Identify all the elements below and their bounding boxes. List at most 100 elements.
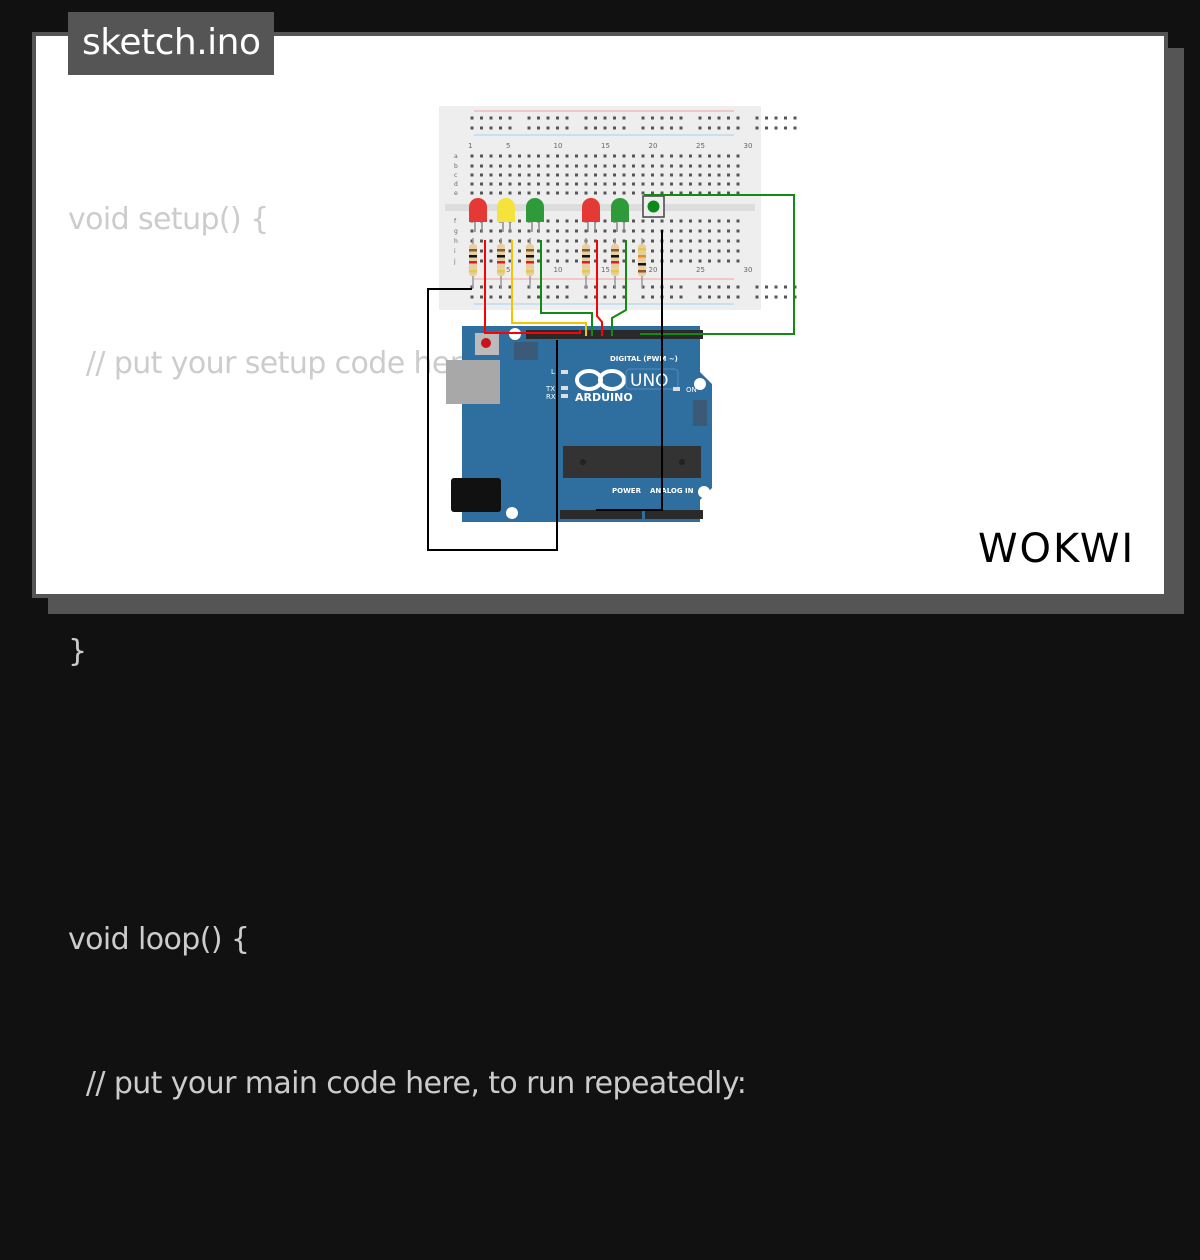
- breadboard-hole: [546, 182, 550, 186]
- row-label: j: [453, 258, 456, 265]
- breadboard-hole: [556, 173, 559, 177]
- led-red[interactable]: [469, 198, 487, 222]
- rail-hole: [717, 126, 721, 130]
- wire-green[interactable]: [540, 240, 593, 336]
- breadboard-hole: [651, 191, 654, 195]
- resistor[interactable]: [582, 244, 590, 276]
- resistor[interactable]: [526, 244, 534, 276]
- breadboard-hole: [499, 182, 502, 186]
- breadboard-hole: [575, 229, 578, 233]
- breadboard-hole: [736, 173, 740, 177]
- wire-black-ground[interactable]: [427, 288, 558, 551]
- analog-header: [645, 510, 703, 519]
- row-label: d: [454, 181, 458, 188]
- wire-red[interactable]: [484, 240, 581, 334]
- breadboard-hole: [556, 259, 559, 263]
- breadboard-hole: [584, 164, 588, 168]
- breadboard-hole: [575, 191, 578, 195]
- icsp-header: [693, 400, 707, 426]
- resistor[interactable]: [469, 244, 477, 276]
- led-green[interactable]: [611, 198, 629, 222]
- resistor[interactable]: [638, 244, 646, 276]
- led-yellow[interactable]: [497, 198, 515, 222]
- led-label-on: ON: [686, 386, 697, 394]
- breadboard-hole: [708, 239, 711, 243]
- wire-yellow[interactable]: [511, 240, 587, 336]
- breadboard-hole: [727, 164, 730, 168]
- breadboard-hole: [537, 154, 540, 158]
- breadboard-hole: [717, 173, 721, 177]
- rail-hole: [698, 285, 702, 289]
- breadboard-hole: [708, 173, 711, 177]
- breadboard-hole: [480, 164, 483, 168]
- analog-header-label: ANALOG IN: [650, 487, 694, 495]
- breadboard-hole: [679, 182, 683, 186]
- breadboard-hole: [689, 229, 692, 233]
- resistor[interactable]: [497, 244, 505, 276]
- wire-black-button[interactable]: [596, 230, 663, 511]
- breadboard-hole: [603, 154, 607, 158]
- breadboard-hole: [594, 182, 597, 186]
- rail-hole: [755, 116, 759, 120]
- breadboard-hole: [470, 164, 474, 168]
- breadboard-hole: [698, 239, 702, 243]
- rail-hole: [603, 126, 607, 130]
- breadboard-hole: [575, 219, 578, 223]
- breadboard-hole: [679, 249, 683, 253]
- breadboard-hole: [537, 164, 540, 168]
- rail-hole: [708, 126, 711, 130]
- resistor-band: [582, 261, 590, 264]
- uno-badge: [625, 368, 679, 390]
- rail-hole: [679, 295, 683, 299]
- file-tab[interactable]: sketch.ino: [68, 12, 275, 75]
- rail-hole: [480, 295, 483, 299]
- breadboard-hole: [622, 249, 626, 253]
- resistor-band: [638, 263, 646, 266]
- pushbutton-cap[interactable]: [647, 200, 660, 213]
- breadboard-hole: [518, 229, 521, 233]
- breadboard-hole: [518, 191, 521, 195]
- rail-hole: [584, 295, 588, 299]
- breadboard-hole: [594, 173, 597, 177]
- breadboard-hole: [632, 191, 635, 195]
- resistor-band: [638, 255, 646, 258]
- breadboard-hole: [708, 164, 711, 168]
- breadboard-hole: [575, 164, 578, 168]
- breadboard-hole: [717, 259, 721, 263]
- breadboard-hole: [537, 239, 540, 243]
- breadboard-hole: [480, 249, 483, 253]
- breadboard-hole: [527, 182, 531, 186]
- rail-hole: [613, 116, 616, 120]
- column-label: 25: [696, 266, 705, 274]
- wire-red[interactable]: [596, 240, 603, 336]
- breadboard-hole: [470, 229, 474, 233]
- breadboard-hole: [708, 182, 711, 186]
- breadboard-hole: [698, 173, 702, 177]
- led-tx: [561, 386, 568, 390]
- breadboard-hole: [736, 191, 740, 195]
- resistor-band: [611, 249, 619, 252]
- rail-hole: [622, 295, 626, 299]
- breadboard-hole: [632, 259, 635, 263]
- led-red[interactable]: [582, 198, 600, 222]
- reset-button-cap[interactable]: [481, 338, 491, 348]
- breadboard-hole: [603, 249, 607, 253]
- breadboard-hole: [518, 239, 521, 243]
- wire-green[interactable]: [611, 240, 627, 336]
- led-label-l: L: [551, 368, 555, 376]
- breadboard-hole: [603, 182, 607, 186]
- breadboard-hole: [603, 219, 607, 223]
- rail-hole: [499, 126, 502, 130]
- resistor[interactable]: [611, 244, 619, 276]
- breadboard-hole: [660, 173, 664, 177]
- rail-hole: [717, 295, 721, 299]
- wire-green-button[interactable]: [640, 194, 795, 335]
- breadboard-hole: [651, 182, 654, 186]
- breadboard-hole: [641, 191, 645, 195]
- breadboard-hole: [480, 154, 483, 158]
- breadboard-hole: [603, 173, 607, 177]
- row-label: f: [454, 218, 457, 225]
- usb-port: [446, 360, 500, 404]
- breadboard-hole: [546, 164, 550, 168]
- led-green[interactable]: [526, 198, 544, 222]
